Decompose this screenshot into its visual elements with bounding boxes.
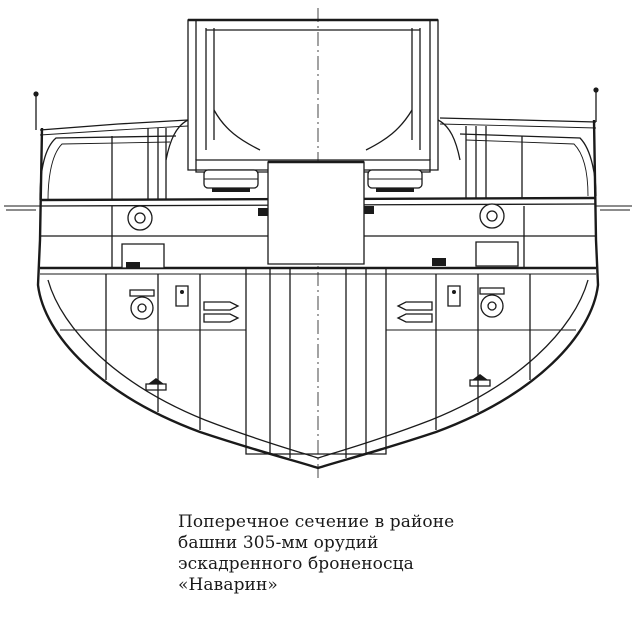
lower-roller-left-hub [138,304,146,312]
upper-deck-right-2 [440,124,596,128]
caption-line-1: Поперечное сечение в районе [178,512,455,532]
lower-roller-left [131,297,153,319]
central-trunk [268,162,364,264]
shell-right-1 [398,302,432,310]
hoist-shaft [246,268,386,454]
hydraulic-block-right [476,242,518,266]
lug-left [148,378,164,384]
shell-left-1 [204,302,238,310]
deck-bit-right [364,206,374,214]
lower-roller-arm-left [130,290,154,296]
ship-cross-section-drawing [0,0,640,500]
fitting-left [176,286,188,306]
fitting-right [448,286,460,306]
turret-bracket-right [438,120,460,160]
hydraulic-tab-right [432,258,446,266]
upper-deck-left-2 [40,126,188,135]
caption-line-4: «Наварин» [178,575,278,595]
turret-barbette [188,20,438,170]
deck-roller-left-hub [135,213,145,223]
hydraulic-tab-left [126,262,140,268]
lug-right [472,374,488,380]
turret-funnel-left [214,110,260,150]
rail-knob-left [33,91,39,97]
fitting-left-dot [180,290,184,294]
shell-left-2 [204,314,238,322]
deck-bit-left [258,208,268,216]
bulwark-right [460,134,596,196]
caption-line-2: башни 305-мм орудий [178,533,379,553]
hull-inner-line [48,280,588,458]
upper-deck-right [440,118,596,122]
rail-knob-right [593,87,599,93]
upper-deck-left [40,120,188,130]
fitting-right-dot [452,290,456,294]
lower-roller-arm-right [480,288,504,294]
deck-roller-right [480,204,504,228]
bulwark-right-inner [466,140,588,196]
deck-roller-right-hub [487,211,497,221]
lug-right-base [470,380,490,386]
bulwark-left [40,136,176,200]
turret-bracket-left [166,120,188,160]
lower-roller-right-hub [488,302,496,310]
caption-line-3: эскадренного броненосца [178,554,414,574]
bulwark-left-inner [48,142,170,200]
hull-outline [38,120,598,468]
turret-funnel-right [366,110,412,150]
deck-roller-left [128,206,152,230]
lug-left-base [146,384,166,390]
lower-roller-right [481,295,503,317]
roller-right-pad [376,188,414,192]
roller-left-pad [212,188,250,192]
caption: Поперечное сечение в районе башни 305-мм… [178,512,618,596]
shell-right-2 [398,314,432,322]
